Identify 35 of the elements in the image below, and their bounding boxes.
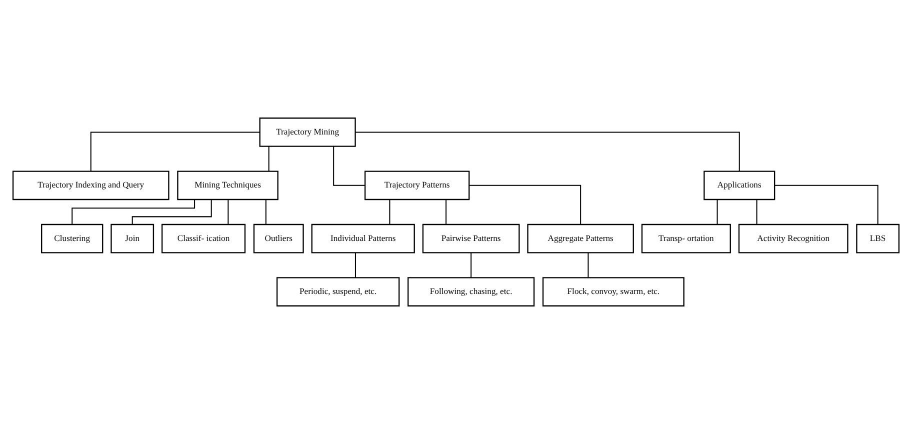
connector	[469, 184, 582, 224]
connector	[90, 132, 260, 172]
node-box: Periodic, suspend, etc.	[276, 277, 400, 306]
connector	[756, 200, 758, 224]
node-box: LBS	[856, 224, 900, 254]
connector	[72, 200, 196, 224]
node-box: Classif- ication	[161, 224, 246, 254]
node-box: Trajectory Indexing and Query	[12, 170, 170, 200]
node-box: Pairwise Patterns	[422, 224, 520, 254]
node-box: Following, chasing, etc.	[408, 277, 535, 306]
node-box: Activity Recognition	[738, 224, 848, 254]
node-box: Flock, convoy, swarm, etc.	[542, 277, 684, 306]
node-box: Applications	[704, 170, 776, 200]
node-box: Trajectory Patterns	[364, 170, 470, 200]
connector	[446, 200, 447, 224]
connector	[333, 146, 365, 186]
connector	[132, 200, 212, 224]
node-box: Individual Patterns	[311, 224, 415, 254]
node-box: Aggregate Patterns	[527, 224, 634, 254]
connector	[354, 252, 356, 278]
connector	[265, 200, 266, 224]
node-box: Outliers	[253, 224, 304, 254]
connector	[389, 200, 390, 224]
connector	[716, 200, 718, 224]
node-box: Trajectory Mining	[259, 118, 356, 147]
node-box: Mining Techniques	[177, 170, 278, 200]
connector	[228, 200, 229, 224]
node-box: Join	[110, 224, 154, 254]
node-box: Transp- ortation	[641, 224, 731, 254]
connector	[355, 132, 740, 172]
connector	[268, 146, 270, 172]
node-box: Clustering	[41, 224, 104, 254]
connector	[470, 252, 472, 278]
connector	[588, 252, 589, 278]
connector	[774, 184, 878, 224]
